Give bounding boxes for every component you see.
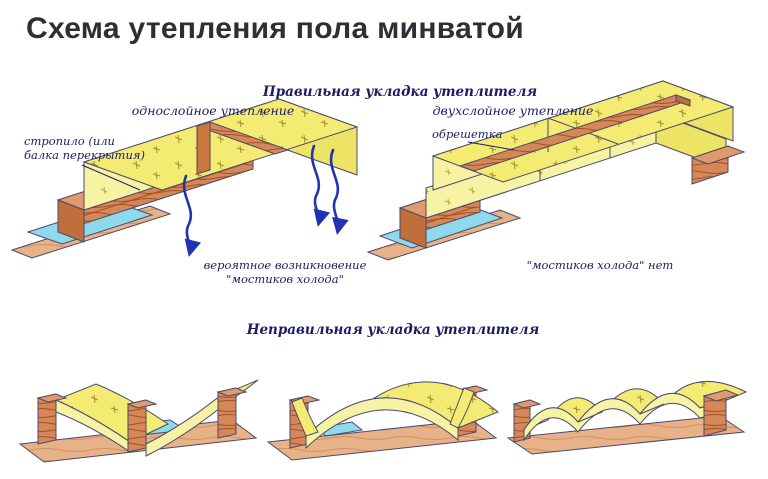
incorrect-diagram-bulging [266, 381, 499, 461]
insulation-mat-front [305, 397, 459, 450]
rafter-label: стропило (или балка перекрытия) [24, 134, 145, 162]
incorrect-diagram-uneven [506, 380, 748, 455]
cross-beam-front [196, 121, 211, 175]
joist-top [702, 389, 740, 402]
double-layer-diagram [366, 80, 746, 261]
double-layer-label: двухслойное утепление [432, 103, 594, 118]
cold-bridges-label: вероятное возникновение "мостиков холода… [204, 258, 367, 286]
rafter-label-line1: стропило (или [24, 134, 115, 148]
subfloor-plank [266, 419, 498, 461]
cold-bridges-label-line2: "мостиков холода" [226, 272, 344, 286]
lathing-strip-end [675, 94, 691, 107]
incorrect-heading: Неправильная укладка утеплителя [246, 322, 540, 338]
incorrect-diagram-sagging [18, 379, 259, 463]
joist-top [512, 399, 542, 409]
lathing-leader-line [467, 141, 515, 151]
mat-valley-lines [577, 403, 665, 423]
insulation-edge-flap [291, 397, 319, 437]
single-layer-diagram [10, 98, 359, 259]
rafter-leader-line [81, 164, 141, 191]
single-layer-label: однослойное утепление [131, 103, 295, 118]
cold-bridges-label-line1: вероятное возникновение [203, 258, 367, 272]
insulation-edge-flap [449, 387, 475, 429]
correct-heading: Правильная укладка утеплителя [262, 84, 538, 100]
end-beam-top [690, 145, 746, 165]
page-title: Схема утепления пола минватой [26, 12, 525, 45]
rafter-label-line2: балка перекрытия) [24, 148, 145, 162]
insulation-top [82, 98, 359, 191]
joist-top [36, 393, 68, 403]
subfloor-plank [506, 415, 746, 455]
cold-bridge-arrow [310, 144, 331, 227]
joist-top [126, 399, 158, 409]
cold-bridge-arrow [182, 174, 202, 257]
lathing-label: обрешетка [432, 127, 503, 141]
no-cold-bridges-label: "мостиков холода" нет [526, 258, 674, 272]
joist-top [216, 387, 248, 397]
cold-bridge-arrow [329, 148, 349, 235]
